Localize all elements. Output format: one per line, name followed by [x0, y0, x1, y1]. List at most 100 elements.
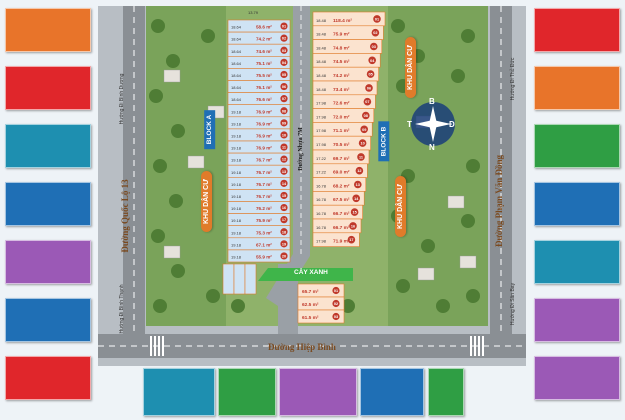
lot-c-number: 01	[334, 289, 338, 293]
road-label-nhua-7m: Đường Nhựa 7M	[298, 127, 304, 171]
tree-icon	[169, 194, 183, 208]
lot-a-area: 76.9 m²	[256, 121, 272, 126]
direction-binh-duong: Hướng Đi Bình Dương	[119, 73, 125, 125]
lot-number-badge	[354, 180, 362, 189]
left-box-2	[5, 124, 91, 168]
right-box-5	[534, 298, 620, 342]
lot-b-number: 03	[372, 45, 376, 49]
lot-a-width: 19.18	[231, 170, 242, 175]
lot-number-badge	[280, 95, 288, 103]
lot-b-width: 17.22	[316, 170, 327, 175]
lot-a-number: 18	[282, 230, 286, 234]
direction-binh-thanh: Hướng Đi Bình Thạnh	[119, 284, 125, 334]
lot-b-area: 66.7 m²	[333, 225, 350, 231]
lot-b-number: 13	[356, 183, 360, 187]
lot-a-area: 67.1 m²	[256, 242, 272, 247]
lot-a-area: 76.1 m²	[256, 85, 272, 90]
lot-a-area: 76.2 m²	[256, 206, 272, 211]
lot-c-number: 02	[334, 302, 338, 306]
lot-c-area: 61.5 m²	[302, 315, 319, 321]
lot-number-badge	[280, 58, 288, 66]
lot-number-badge	[365, 84, 373, 92]
lot-b-number: 14	[354, 197, 359, 201]
lot-a-area: 76.7 m²	[256, 158, 272, 163]
lot-b-area: 74.5 m²	[333, 59, 350, 65]
lot-b-area: 72.0 m²	[333, 114, 350, 120]
lot-b-width: 17.98	[316, 142, 327, 147]
lot-a-area: 76.9 m²	[256, 134, 272, 139]
lot-number-badge	[280, 191, 288, 200]
right-box-3	[534, 182, 620, 226]
tree-icon	[341, 299, 355, 313]
lot-number-badge	[352, 194, 360, 203]
lot-a-corner[interactable]	[244, 263, 257, 295]
house-icon	[459, 255, 477, 269]
lot-c-area: 62.5 m²	[302, 302, 319, 308]
bottom-box-2	[279, 368, 357, 416]
lot-b-number: 07	[365, 100, 369, 104]
lot-number-badge	[280, 179, 288, 187]
lot-a-corner[interactable]	[222, 263, 235, 295]
lot-number-badge	[366, 70, 375, 78]
tree-icon	[171, 124, 185, 138]
compass-north-label: B	[429, 97, 435, 106]
right-box-2	[534, 124, 620, 168]
direction-san-bay: Hướng Đi Sân Bay	[510, 282, 516, 326]
lot-b-width: 17.98	[316, 114, 327, 119]
bottom-box-4	[428, 368, 464, 416]
lot-b-area: 73.4 m²	[333, 87, 350, 93]
lot-b-area: 75.9 m²	[333, 32, 350, 38]
lot-a-corner[interactable]	[233, 263, 246, 295]
lot-number-badge	[280, 167, 288, 175]
lot-a-width: 19.18	[231, 218, 242, 223]
tree-icon	[396, 279, 410, 293]
svg-text:13.79: 13.79	[248, 10, 259, 15]
lot-b-17[interactable]	[312, 232, 360, 247]
lot-b-number: 06	[367, 86, 371, 90]
lot-a-area: 75.5 m²	[256, 73, 272, 78]
green-area-label: CÂY XANH	[294, 269, 328, 276]
lot-a-number: 04	[282, 61, 287, 65]
lot-b-width: 16.78	[316, 211, 327, 216]
lot-c-number: 03	[334, 315, 338, 319]
lot-a-number: 20	[282, 254, 286, 258]
lot-b-area: 69.0 m²	[333, 170, 350, 176]
lot-b-width: 17.98	[316, 128, 327, 133]
tree-icon	[151, 229, 165, 243]
lot-a-area: 76.7 m²	[256, 194, 272, 199]
lot-b-number: 04	[370, 59, 375, 63]
lot-a-area: 75.3 m²	[256, 230, 272, 235]
lot-a-20[interactable]	[227, 249, 291, 263]
right-box-0	[534, 8, 620, 52]
lot-b-width: 18.48	[316, 59, 327, 64]
lot-a-number: 08	[282, 109, 286, 113]
lot-c-03[interactable]	[297, 309, 345, 324]
house-icon	[187, 155, 205, 169]
lot-a-area: 55.9 m²	[256, 255, 272, 260]
lot-c-area: 65.7 m²	[302, 289, 319, 295]
lot-number-badge	[280, 228, 288, 236]
lot-number-badge	[349, 222, 357, 230]
lot-b-area: 71.1 m²	[333, 128, 350, 134]
lot-a-width: 19.18	[231, 121, 242, 126]
lot-a-number: 11	[282, 146, 286, 150]
tree-icon	[153, 159, 167, 173]
lot-a-area: 76.9 m²	[256, 146, 272, 151]
lot-a-area: 58.6 m²	[256, 25, 272, 30]
tree-icon	[461, 214, 475, 228]
lot-number-badge	[371, 28, 380, 37]
lot-b-number: 11	[359, 155, 363, 159]
lot-a-width: 19.18	[231, 230, 242, 235]
lot-a-number: 13	[282, 170, 286, 174]
left-box-6	[5, 356, 91, 400]
lot-number-badge	[280, 34, 288, 42]
tree-icon	[151, 19, 165, 33]
lot-a-number: 06	[282, 85, 286, 89]
lot-number-badge	[280, 155, 288, 163]
lot-a-width: 19.18	[231, 194, 242, 199]
lot-a-area: 74.6 m²	[256, 49, 272, 54]
lot-number-badge	[280, 131, 288, 139]
lot-a-width: 18.64	[231, 73, 242, 78]
tree-icon	[153, 299, 167, 313]
